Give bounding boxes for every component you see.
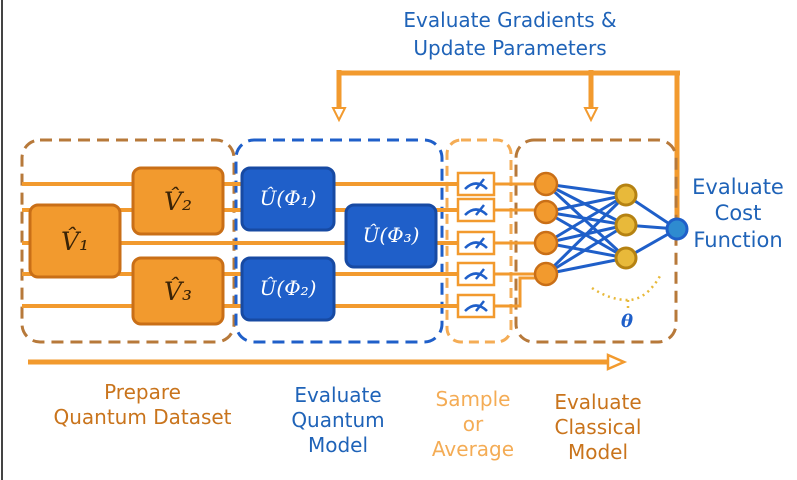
nn-input-nodes — [533, 171, 559, 287]
theta-label: θ — [620, 311, 633, 332]
stage-quantum-label: Evaluate Quantum Model — [291, 383, 385, 457]
gate-v3-label: V̂₃ — [163, 277, 193, 306]
cost-output-node — [665, 217, 689, 241]
feedback-arrowhead-quantum — [331, 107, 347, 123]
pipeline-arrowhead — [606, 353, 628, 371]
nn-edges — [544, 182, 678, 276]
meter-icon — [456, 197, 496, 223]
gate-v2-label: V̂₂ — [163, 187, 193, 216]
meter-icon — [456, 230, 496, 256]
gate-v3 — [131, 256, 225, 326]
stage-sample-label: Sample or Average — [431, 387, 515, 461]
meters — [456, 171, 496, 319]
stage-classical-label: Evaluate Classical Model — [554, 390, 642, 464]
gate-u3 — [344, 203, 438, 269]
feedback-arrowhead-classical — [583, 107, 599, 123]
meter-icon — [456, 171, 496, 197]
feedback-label-line2: Update Parameters — [413, 36, 607, 60]
nn-hidden-nodes — [614, 183, 638, 270]
gate-u2-label: Û(Φ₂) — [259, 276, 317, 300]
gate-v1 — [28, 203, 122, 279]
feedback-label-line1: Evaluate Gradients & — [403, 8, 617, 32]
meter-icon — [456, 293, 496, 319]
sample-average-box — [445, 138, 513, 344]
gate-v1-label: V̂₁ — [60, 227, 90, 256]
classical-model-box — [514, 138, 678, 344]
stage-prepare-label: Prepare Quantum Dataset — [53, 380, 232, 429]
gate-u3-label: Û(Φ₃) — [362, 223, 420, 247]
cost-function-label: Evaluate Cost Function — [692, 175, 784, 252]
gate-u1-label: Û(Φ₁) — [259, 186, 317, 210]
theta-bracket — [591, 275, 662, 302]
gate-u2 — [240, 256, 336, 322]
meter-icon — [456, 261, 496, 287]
gate-u1 — [240, 166, 336, 232]
gate-v2 — [131, 166, 225, 236]
